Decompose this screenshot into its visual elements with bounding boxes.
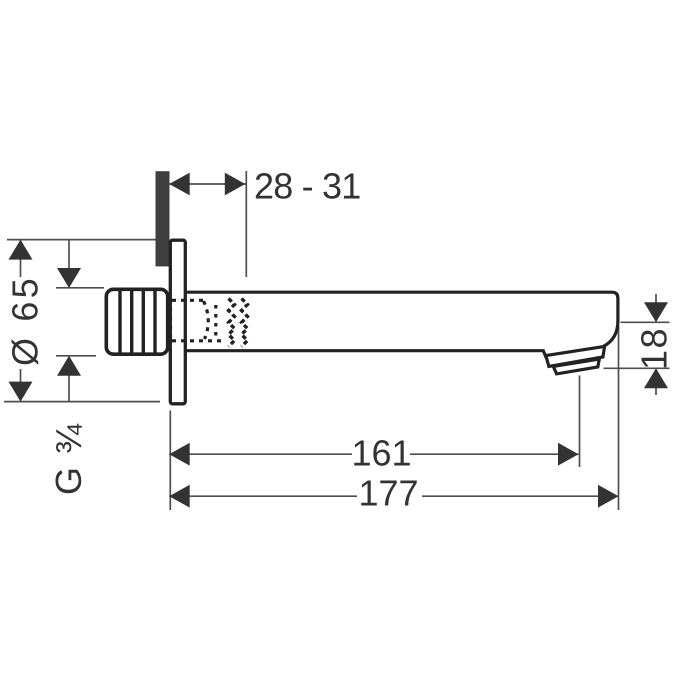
svg-text:177: 177 <box>358 473 418 514</box>
svg-text:Ø 65: Ø 65 <box>4 275 45 366</box>
svg-text:161: 161 <box>351 433 411 474</box>
svg-text:28 - 31: 28 - 31 <box>254 166 360 207</box>
svg-text:18: 18 <box>634 327 675 370</box>
svg-text:G ¾: G ¾ <box>48 422 89 495</box>
